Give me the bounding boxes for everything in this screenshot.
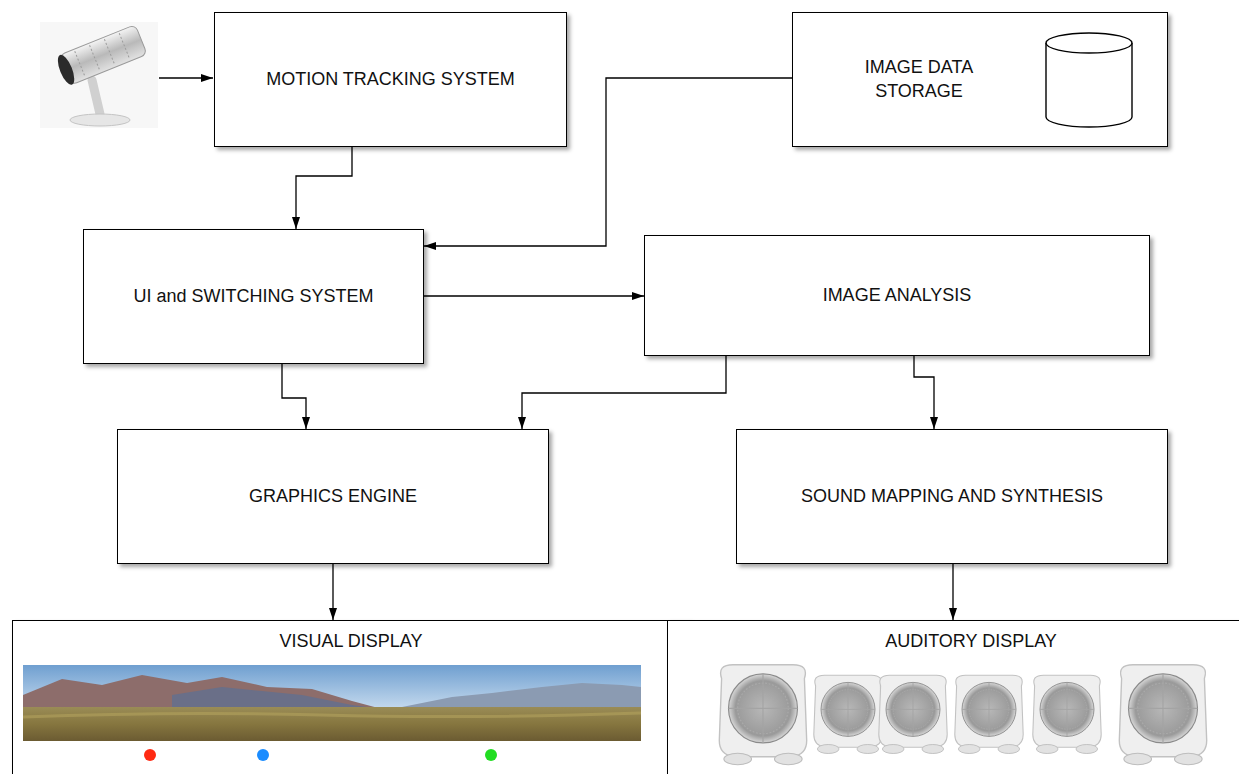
flow-arrow xyxy=(332,564,333,620)
process-box: SOUND MAPPING AND SYNTHESIS xyxy=(736,429,1168,564)
flow-arrow xyxy=(952,564,953,620)
display-panel: AUDITORY DISPLAY xyxy=(667,620,1239,774)
speaker-array xyxy=(672,661,1232,771)
node-label: AUDITORY DISPLAY xyxy=(668,630,1239,653)
storage-box: IMAGE DATA STORAGE xyxy=(792,12,1168,147)
node-label: SOUND MAPPING AND SYNTHESIS xyxy=(801,485,1103,508)
node-label: UI and SWITCHING SYSTEM xyxy=(133,285,373,308)
flow-arrow xyxy=(282,364,306,429)
flow-arrow xyxy=(522,356,726,429)
process-box: IMAGE ANALYSIS xyxy=(644,235,1150,356)
node-label: VISUAL DISPLAY xyxy=(13,630,689,653)
process-box: UI and SWITCHING SYSTEM xyxy=(83,229,424,364)
panorama-photo xyxy=(22,665,652,769)
flow-arrow xyxy=(296,147,352,229)
camera-arrow xyxy=(159,77,213,78)
node-label: MOTION TRACKING SYSTEM xyxy=(266,68,515,91)
display-panel: VISUAL DISPLAY xyxy=(12,620,690,774)
flow-arrow xyxy=(424,295,644,296)
flow-arrow xyxy=(914,356,934,429)
camera-icon xyxy=(40,22,158,128)
process-box: MOTION TRACKING SYSTEM xyxy=(214,12,567,147)
node-label: IMAGE DATA STORAGE xyxy=(819,56,1019,103)
database-cylinder xyxy=(1043,31,1137,131)
node-label: GRAPHICS ENGINE xyxy=(249,485,417,508)
node-label: IMAGE ANALYSIS xyxy=(823,284,972,307)
process-box: GRAPHICS ENGINE xyxy=(117,429,549,564)
